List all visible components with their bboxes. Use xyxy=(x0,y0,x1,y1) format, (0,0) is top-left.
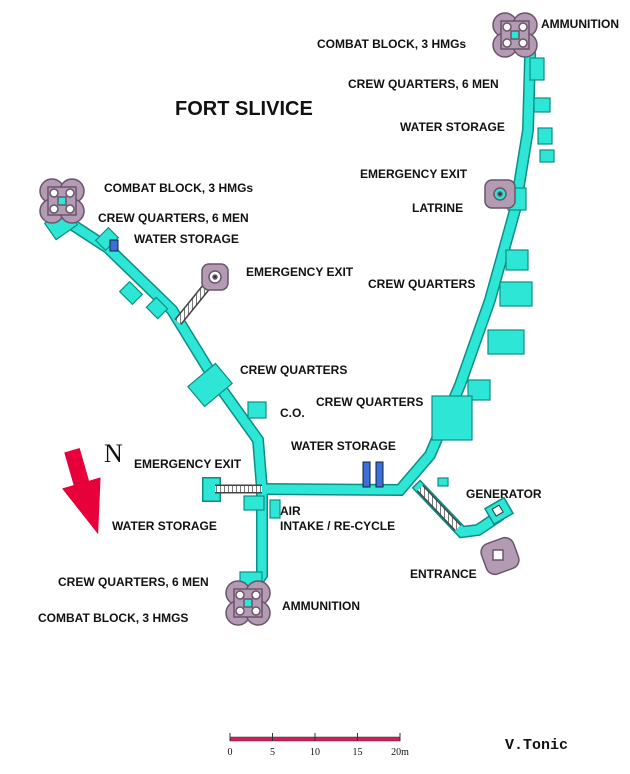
labels: AMMUNITION COMBAT BLOCK, 3 HMGs CREW QUA… xyxy=(38,17,619,625)
label-air-intake-line1: AIR xyxy=(280,504,301,518)
scale-bar: 0 5 10 15 20m xyxy=(228,733,409,758)
label-water-storage-left: WATER STORAGE xyxy=(134,232,239,246)
tunnel-room xyxy=(529,57,545,81)
tunnel-room xyxy=(487,329,525,355)
tunnel-room xyxy=(187,362,233,408)
tunnel-room xyxy=(533,97,551,113)
label-crew-quarters-6-left: CREW QUARTERS, 6 MEN xyxy=(98,211,249,225)
tunnel-room xyxy=(145,296,169,320)
combat-block-left xyxy=(39,178,85,224)
label-emergency-exit-left: EMERGENCY EXIT xyxy=(246,265,354,279)
scale-tick-label: 10 xyxy=(310,747,320,758)
page-title: FORT SLIVICE xyxy=(175,98,313,120)
tunnel-room xyxy=(437,477,449,487)
north-arrow xyxy=(62,448,101,535)
label-combat-block-bottom: COMBAT BLOCK, 3 HMGS xyxy=(38,611,188,625)
water-tank-center xyxy=(362,461,384,488)
label-crew-quarters-right: CREW QUARTERS xyxy=(368,277,475,291)
label-ammunition-top: AMMUNITION xyxy=(541,17,619,31)
tunnel-room xyxy=(269,499,281,519)
tunnel-network xyxy=(43,51,555,601)
water-tank-left xyxy=(109,239,119,252)
label-water-storage-right: WATER STORAGE xyxy=(400,120,505,134)
tunnel-room xyxy=(243,495,265,511)
label-water-storage-center: WATER STORAGE xyxy=(291,439,396,453)
label-ammunition-bottom: AMMUNITION xyxy=(282,599,360,613)
label-crew-quarters-6-bottom: CREW QUARTERS, 6 MEN xyxy=(58,575,209,589)
emergency-exit-block-right xyxy=(484,179,516,209)
label-co: C.O. xyxy=(280,406,305,420)
tunnel-room xyxy=(431,395,473,441)
label-water-storage-bottom: WATER STORAGE xyxy=(112,519,217,533)
label-combat-block-left: COMBAT BLOCK, 3 HMGs xyxy=(104,181,253,195)
label-generator: GENERATOR xyxy=(466,487,542,501)
scale-tick-label: 15 xyxy=(353,747,363,758)
tunnel-room xyxy=(118,280,144,306)
tunnel-room xyxy=(539,149,555,163)
label-crew-quarters-6-right: CREW QUARTERS, 6 MEN xyxy=(348,77,499,91)
label-emergency-exit-right: EMERGENCY EXIT xyxy=(360,167,468,181)
label-combat-block-top: COMBAT BLOCK, 3 HMGs xyxy=(317,37,466,51)
label-latrine: LATRINE xyxy=(412,201,463,215)
label-entrance: ENTRANCE xyxy=(410,567,477,581)
label-air-intake-line2: INTAKE / RE-CYCLE xyxy=(280,519,395,533)
generator-room xyxy=(483,496,515,526)
entrance-block xyxy=(480,536,520,576)
combat-block-top xyxy=(492,12,538,58)
combat-block-bottom xyxy=(225,580,271,626)
label-emergency-exit-bottom: EMERGENCY EXIT xyxy=(134,457,242,471)
tunnel-room xyxy=(467,379,491,401)
tunnel-room xyxy=(537,127,553,145)
author-credit: V.Tonic xyxy=(505,737,568,754)
tunnel-room xyxy=(499,281,533,307)
tunnel-corridor xyxy=(203,478,220,501)
tunnel-room xyxy=(505,249,529,271)
tunnel-corridor xyxy=(55,211,267,599)
tunnel-room xyxy=(247,401,267,419)
north-letter: N xyxy=(104,439,123,468)
scale-tick-label: 0 xyxy=(228,747,233,758)
label-crew-quarters-left: CREW QUARTERS xyxy=(240,363,347,377)
label-crew-quarters-center: CREW QUARTERS xyxy=(316,395,423,409)
scale-tick-label: 5 xyxy=(270,747,275,758)
tunnel-corridor xyxy=(257,53,535,495)
emergency-exit-block-left xyxy=(201,263,229,291)
scale-tick-label: 20m xyxy=(391,747,409,758)
